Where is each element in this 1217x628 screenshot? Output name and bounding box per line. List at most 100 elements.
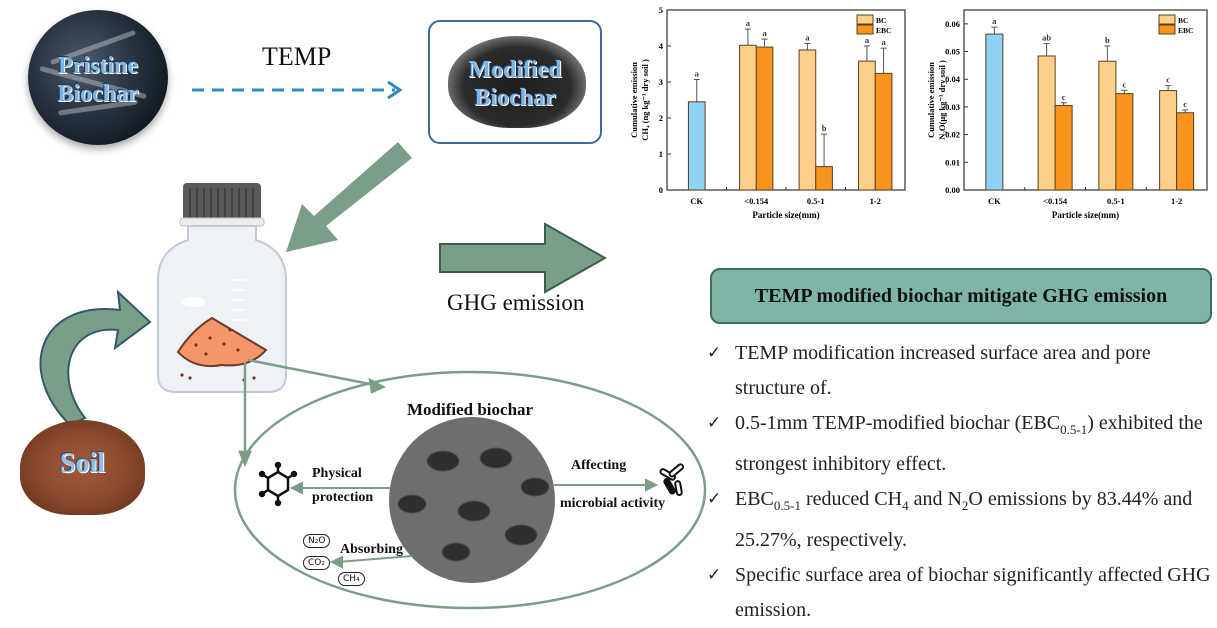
- y-tick-label: 0: [659, 185, 663, 195]
- molecule-icon: [258, 461, 298, 507]
- significance-letter: ab: [1042, 33, 1051, 43]
- significance-letter: a: [805, 32, 810, 42]
- modified-biochar-image: Modified Biochar: [428, 20, 602, 144]
- affecting-label: Affecting: [571, 458, 627, 473]
- y-axis-label: CH₄ (ng kg⁻¹ dry soil ): [640, 59, 650, 141]
- mechanism-ellipse: [233, 370, 707, 610]
- microbial-activity-label: microbial activity: [560, 496, 666, 511]
- bullet-subscript: 0.5-1: [773, 498, 801, 513]
- significance-letter: b: [822, 123, 827, 133]
- n2o-cloud-icon: N₂O: [303, 534, 331, 548]
- microbe-icon: [659, 463, 685, 497]
- physical-label: Physical: [312, 466, 362, 481]
- pristine-label-line2: Biochar: [57, 81, 139, 107]
- y-axis-label: N₂O(μg kg⁻¹ dry soil ): [937, 60, 947, 140]
- x-tick-label: 1-2: [870, 196, 881, 206]
- checkmark-icon: ✓: [707, 343, 722, 363]
- checkmark-icon: ✓: [707, 565, 722, 585]
- bullet-item: ✓ Specific surface area of biochar signi…: [705, 558, 1215, 628]
- ghg-emission-label: GHG emission: [447, 290, 585, 315]
- y-tick-label: 0.04: [945, 74, 961, 84]
- soil-label: Soil: [59, 448, 106, 479]
- bullet-subscript: 4: [902, 498, 909, 513]
- x-axis-label: Particle size(mm): [1052, 210, 1119, 220]
- bar-bc: [739, 44, 757, 191]
- bar-bc: [1098, 60, 1117, 191]
- legend-swatch-ebc: [1158, 24, 1176, 35]
- bullet-text: EBC: [735, 488, 774, 510]
- significance-letter: a: [881, 37, 886, 47]
- bullet-text: Specific surface area of biochar signifi…: [735, 564, 1211, 621]
- powder-icon: [448, 36, 586, 128]
- bullet-text: O emissions by 83.44% and 25.27%, respec…: [735, 488, 1193, 551]
- bullet-text: and N: [908, 488, 962, 510]
- bar-ck: [687, 101, 706, 191]
- summary-bullets: ✓ TEMP modification increased surface ar…: [705, 336, 1215, 628]
- significance-letter: b: [1105, 35, 1110, 45]
- y-axis-label: Cumulative emission: [926, 62, 936, 138]
- bar-bc: [1037, 55, 1056, 191]
- x-tick-label: 0.5-1: [1107, 196, 1125, 206]
- bullet-item: ✓ TEMP modification increased surface ar…: [705, 336, 1215, 406]
- soil-image: Soil: [20, 420, 145, 515]
- bullet-text: 0.5-1mm TEMP-modified biochar (EBC: [735, 412, 1061, 434]
- bar-ebc: [815, 166, 833, 191]
- legend-swatch-bc: [856, 14, 874, 25]
- checkmark-icon: ✓: [707, 489, 722, 509]
- bar-ck: [985, 33, 1004, 191]
- diagram-graphics: [39, 80, 707, 610]
- modified-label-line1: Modified: [468, 57, 562, 83]
- significance-letter: a: [762, 28, 767, 38]
- significance-letter: a: [746, 18, 751, 28]
- x-tick-label: <0.154: [744, 196, 769, 206]
- bar-bc: [798, 49, 817, 191]
- bullet-item: ✓ 0.5-1mm TEMP-modified biochar (EBC0.5-…: [705, 406, 1215, 482]
- y-tick-label: 0.00: [945, 185, 960, 195]
- y-tick-label: 0.03: [945, 102, 960, 112]
- significance-letter: a: [865, 35, 870, 45]
- bullet-text: TEMP modification increased surface area…: [735, 342, 1151, 399]
- significance-letter: a: [695, 68, 700, 78]
- biochar-particle-icon: [389, 417, 555, 583]
- significance-letter: c: [1183, 99, 1187, 109]
- curved-arrow-icon: [39, 289, 152, 427]
- x-tick-label: <0.154: [1043, 196, 1068, 206]
- bar-ebc: [1054, 105, 1073, 191]
- y-tick-label: 3: [659, 77, 663, 87]
- y-tick-label: 1: [659, 149, 663, 159]
- legend-label: EBC: [876, 26, 891, 35]
- significance-letter: a: [992, 16, 997, 26]
- x-tick-label: 0.5-1: [807, 196, 825, 206]
- x-axis-label: Particle size(mm): [752, 210, 819, 220]
- bullet-subscript: 0.5-1: [1060, 422, 1088, 437]
- bullet-subscript: 2: [961, 498, 969, 513]
- y-tick-label: 0.05: [945, 47, 960, 57]
- y-tick-label: 0.02: [945, 130, 960, 140]
- diagonal-arrow-icon: [286, 142, 412, 252]
- dashed-arrow-icon: [192, 80, 403, 100]
- significance-letter: c: [1122, 79, 1126, 89]
- x-tick-label: CK: [690, 196, 703, 206]
- pristine-label-line1: Pristine: [58, 53, 138, 79]
- modified-label-line2: Biochar: [474, 85, 556, 111]
- bar-bc: [1159, 90, 1178, 191]
- significance-letter: c: [1166, 75, 1170, 85]
- block-arrow-icon: [439, 222, 608, 294]
- x-tick-label: CK: [988, 196, 1001, 206]
- checkmark-icon: ✓: [707, 413, 722, 433]
- modified-biochar-title: Modified biochar: [407, 400, 534, 419]
- protection-label: protection: [312, 490, 374, 505]
- bar-ebc: [1115, 93, 1134, 191]
- legend-label: EBC: [1178, 26, 1193, 35]
- bullet-text: reduced CH: [801, 488, 903, 510]
- bar-ebc: [1176, 112, 1195, 191]
- bullet-item: ✓ EBC0.5-1 reduced CH4 and N2O emissions…: [705, 482, 1215, 558]
- bar-ebc: [755, 46, 774, 191]
- legend-swatch-bc: [1158, 14, 1176, 25]
- bar-bc: [858, 60, 876, 191]
- legend-swatch-ebc: [856, 24, 874, 35]
- absorbing-label: Absorbing: [340, 542, 404, 557]
- summary-title: TEMP modified biochar mitigate GHG emiss…: [710, 268, 1212, 324]
